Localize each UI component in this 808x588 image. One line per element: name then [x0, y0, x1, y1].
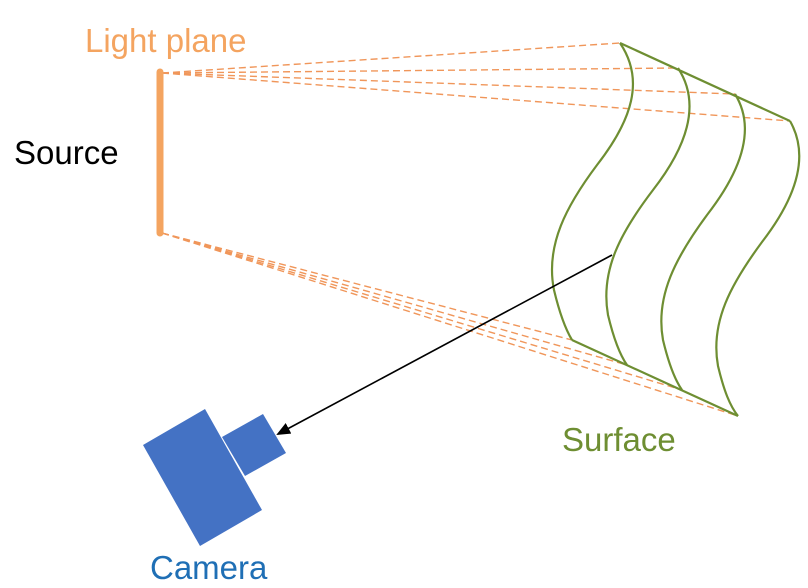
- reflection-arrow: [276, 254, 613, 435]
- camera-icon: [143, 409, 286, 546]
- camera-label: Camera: [150, 549, 268, 586]
- light-rays-top: [161, 42, 791, 122]
- light-rays-bottom: [161, 232, 739, 417]
- surface-profile-3: [660, 93, 746, 391]
- light-plane-label: Light plane: [85, 22, 247, 59]
- surface-profile-2: [605, 67, 691, 366]
- surface-profile-4: [715, 120, 801, 417]
- surface: [550, 42, 801, 418]
- surface-label: Surface: [562, 421, 676, 458]
- surface-bottom-edge: [571, 338, 739, 418]
- source-label: Source: [14, 134, 119, 171]
- camera-lens: [222, 414, 286, 476]
- camera-body: [143, 409, 262, 546]
- surface-top-edge: [619, 42, 791, 122]
- surface-profile-1: [550, 42, 635, 341]
